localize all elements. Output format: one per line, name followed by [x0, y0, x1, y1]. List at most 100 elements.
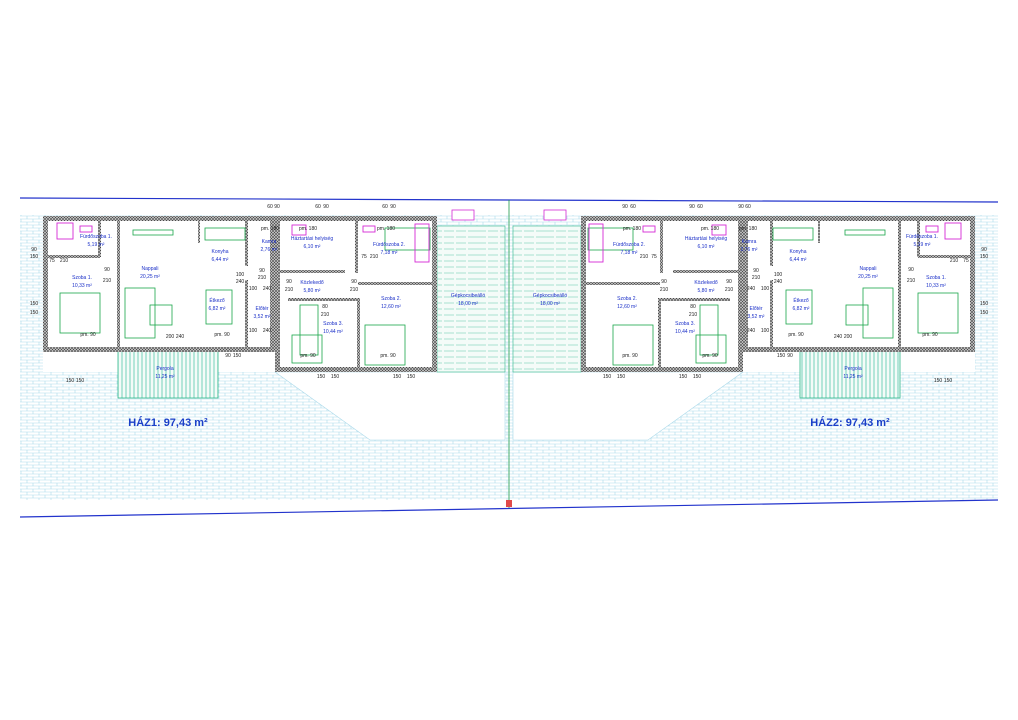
room-area: 6,44 m²: [790, 257, 807, 263]
dimension-label: pm. 180: [739, 226, 757, 232]
dimension-label: 150: [30, 301, 39, 307]
wall: [770, 280, 773, 347]
dimension-label: pm. 90: [380, 353, 396, 359]
room-area: 10,33 m²: [72, 283, 92, 289]
wall: [743, 216, 748, 352]
room-name: Pergola: [156, 366, 173, 372]
room-name: Kamra: [262, 239, 277, 245]
room-area: 6,10 m²: [698, 244, 715, 250]
room-area: 2,76 m²: [261, 247, 278, 253]
dimension-label: 60: [267, 204, 273, 210]
sanitary-fixture: [362, 225, 376, 233]
wall: [673, 270, 738, 273]
dimension-label: 90: [390, 204, 396, 210]
room-area: 12,60 m²: [617, 304, 637, 310]
dimension-label: 210: [350, 287, 359, 293]
dimension-label: 90: [908, 267, 914, 273]
dimension-label: 210: [689, 312, 698, 318]
dimension-label: pm. 180: [623, 226, 641, 232]
wall: [43, 347, 275, 352]
dimension-label: pm. 90: [622, 353, 638, 359]
furniture: [862, 287, 894, 339]
building-floor: [43, 216, 437, 372]
room-name: Háztartási helyiség: [685, 236, 727, 242]
wall: [357, 298, 360, 368]
wall: [270, 216, 275, 352]
wall: [743, 216, 975, 221]
sanitary-fixture: [414, 223, 430, 263]
dimension-label: 75: [651, 254, 657, 260]
furniture: [364, 324, 406, 366]
dimension-label: 100: [774, 272, 783, 278]
room-name: Szoba 1.: [926, 275, 946, 281]
dimension-label: 90: [726, 279, 732, 285]
dimension-label: 100: [761, 286, 770, 292]
dimension-label: pm. 180: [261, 226, 279, 232]
room-area: 2,76 m²: [741, 247, 758, 253]
room-area: 5,80 m²: [304, 288, 321, 294]
dimension-label: 150: [30, 254, 39, 260]
dimension-label: 90: [274, 204, 280, 210]
room-name: Szoba 3.: [323, 321, 343, 327]
room-name: Közlekedő: [694, 280, 718, 286]
dimension-label: 100: [249, 286, 258, 292]
furniture: [699, 304, 719, 356]
room-area: 6,82 m²: [793, 306, 810, 312]
furniture: [59, 292, 101, 334]
dimension-label: 150: [980, 254, 989, 260]
wall: [738, 216, 743, 372]
dimension-label: pm. 90: [788, 332, 804, 338]
sanitary-fixture: [56, 222, 74, 240]
room-area: 7,18 m²: [621, 250, 638, 256]
wall: [275, 216, 280, 372]
room-name: Szoba 2.: [381, 296, 401, 302]
room-area: 5,19 m²: [914, 242, 931, 248]
furniture: [844, 229, 886, 236]
dimension-label: pm. 180: [701, 226, 719, 232]
room-area: 18,00 m²: [458, 301, 478, 307]
building-floor: [581, 216, 975, 372]
wall: [98, 221, 101, 257]
dimension-label: 200: [166, 334, 175, 340]
wall: [198, 221, 200, 243]
pergola: [799, 349, 901, 399]
dimension-label: pm. 90: [80, 332, 96, 338]
dimension-label: pm. 180: [377, 226, 395, 232]
dimension-label: 240: [774, 279, 783, 285]
room-area: 6,44 m²: [212, 257, 229, 263]
wall: [355, 221, 358, 273]
dimension-label: 150: [980, 310, 989, 316]
dimension-label: 240: [236, 279, 245, 285]
dimension-label: 150: [603, 374, 612, 380]
dimension-label: 75: [963, 258, 969, 264]
wall: [275, 367, 437, 372]
dimension-label: 210: [285, 287, 294, 293]
wall: [43, 216, 275, 221]
skylight: [451, 209, 475, 221]
dimension-label: 210: [258, 275, 267, 281]
dimension-label: 150: [30, 310, 39, 316]
sanitary-fixture: [588, 223, 604, 263]
wall: [245, 280, 248, 347]
room-area: 10,44 m²: [675, 329, 695, 335]
wall: [288, 298, 360, 301]
dimension-label: 150: [76, 378, 85, 384]
wall: [658, 298, 661, 368]
wall: [917, 221, 920, 257]
dimension-label: 90: [286, 279, 292, 285]
room-name: Fürdőszoba 1.: [80, 234, 112, 240]
wall: [245, 221, 248, 266]
dimension-label: 150: [777, 353, 786, 359]
wall: [898, 221, 901, 348]
furniture: [204, 227, 246, 241]
dimension-label: 90: [981, 247, 987, 253]
furniture: [845, 304, 869, 326]
furniture: [149, 304, 173, 326]
room-name: Gépkocsibeálló: [451, 293, 485, 299]
room-area: 20,25 m²: [858, 274, 878, 280]
dimension-label: 210: [725, 287, 734, 293]
dimension-label: 240: [263, 286, 272, 292]
room-name: Nappali: [860, 266, 877, 272]
furniture: [612, 324, 654, 366]
